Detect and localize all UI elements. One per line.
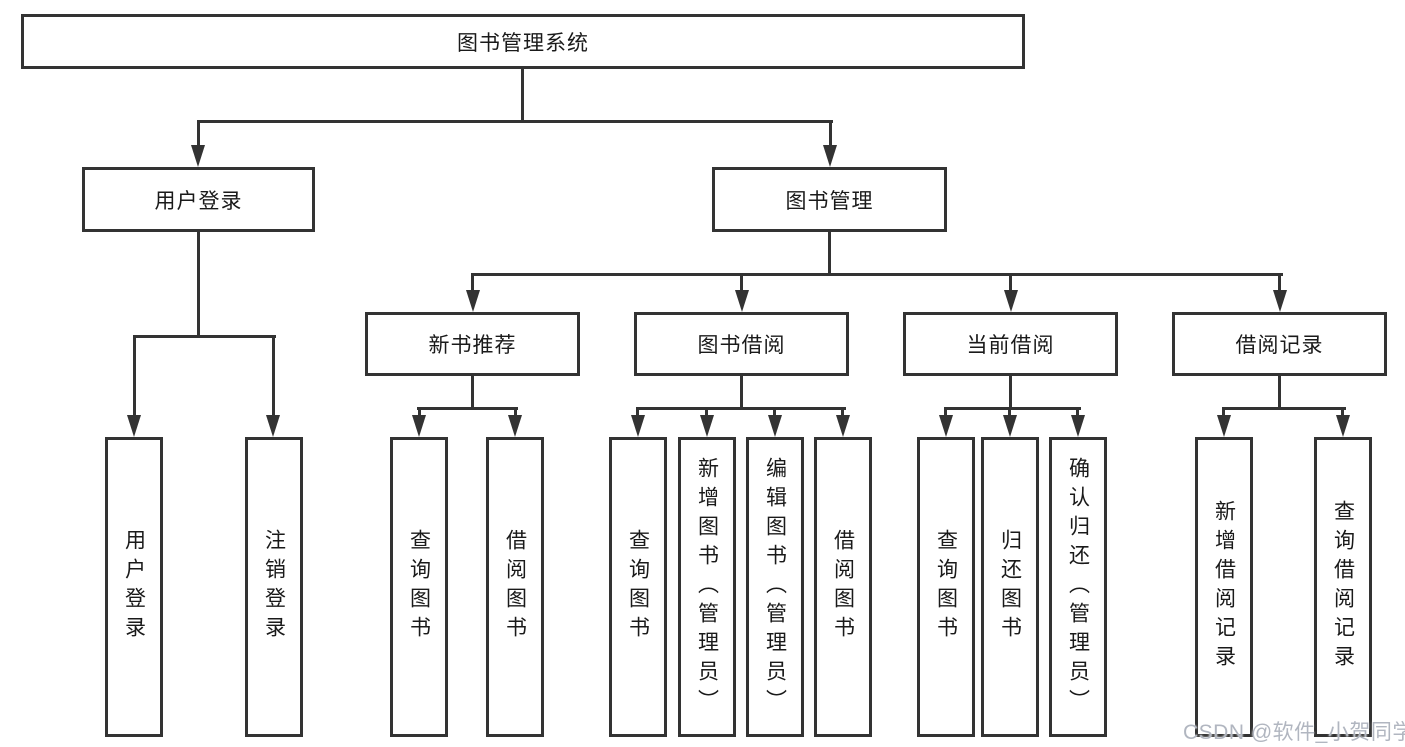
connector-line: [944, 407, 947, 417]
arrow-down-icon: [939, 415, 953, 437]
leaf-borrow-books-recommend: 借阅图书: [486, 437, 544, 737]
connector-line: [197, 120, 833, 123]
arrow-down-icon: [466, 290, 480, 312]
leaf-confirm-return-admin-label: 确认归还（管理员）: [1066, 456, 1090, 718]
connector-line: [944, 407, 1081, 410]
connector-line: [1222, 407, 1346, 410]
leaf-confirm-return-admin: 确认归还（管理员）: [1049, 437, 1107, 737]
arrow-down-icon: [508, 415, 522, 437]
connector-line: [740, 273, 743, 292]
node-new-book-recommend-label: 新书推荐: [428, 334, 517, 357]
leaf-query-borrow-record: 查询借阅记录: [1314, 437, 1372, 737]
node-user-login-label: 用户登录: [154, 189, 243, 213]
arrow-down-icon: [266, 415, 280, 437]
leaf-edit-book-admin: 编辑图书（管理员）: [746, 437, 804, 737]
connector-line: [1008, 407, 1011, 417]
leaf-add-book-admin: 新增图书（管理员）: [678, 437, 736, 737]
connector-line: [521, 69, 524, 120]
connector-line: [418, 407, 421, 417]
node-book-management-label: 图书管理: [785, 189, 874, 213]
leaf-logout: 注销登录: [245, 437, 303, 737]
leaf-add-borrow-record: 新增借阅记录: [1195, 437, 1253, 737]
arrow-down-icon: [1004, 290, 1018, 312]
leaf-borrow-books-recommend-label: 借阅图书: [503, 529, 527, 645]
node-current-borrow-label: 当前借阅: [966, 334, 1055, 357]
node-new-book-recommend: 新书推荐: [365, 312, 580, 376]
arrow-down-icon: [700, 415, 714, 437]
connector-line: [636, 407, 639, 417]
arrow-down-icon: [1336, 415, 1350, 437]
connector-line: [1009, 273, 1012, 292]
node-current-borrow: 当前借阅: [903, 312, 1118, 376]
leaf-add-book-admin-label: 新增图书（管理员）: [695, 456, 719, 718]
arrow-down-icon: [823, 145, 837, 167]
node-book-borrow-label: 图书借阅: [697, 334, 786, 357]
leaf-query-books-recommend-label: 查询图书: [407, 529, 431, 645]
arrow-down-icon: [631, 415, 645, 437]
connector-line: [471, 273, 474, 292]
leaf-query-books-current-label: 查询图书: [934, 529, 958, 645]
connector-line: [514, 407, 517, 417]
arrow-down-icon: [127, 415, 141, 437]
connector-line: [740, 376, 743, 407]
node-user-login: 用户登录: [82, 167, 315, 232]
connector-line: [1278, 273, 1281, 292]
connector-line: [197, 120, 200, 147]
connector-line: [636, 407, 846, 410]
leaf-query-books-current: 查询图书: [917, 437, 975, 737]
connector-line: [1278, 376, 1281, 407]
arrow-down-icon: [412, 415, 426, 437]
leaf-user-login-label: 用户登录: [122, 529, 146, 645]
leaf-logout-label: 注销登录: [262, 529, 286, 645]
connector-line: [1341, 407, 1344, 417]
connector-line: [133, 335, 136, 415]
leaf-add-borrow-record-label: 新增借阅记录: [1212, 500, 1236, 674]
arrow-down-icon: [1071, 415, 1085, 437]
connector-line: [1222, 407, 1225, 417]
arrow-down-icon: [1003, 415, 1017, 437]
connector-line: [417, 407, 518, 410]
node-borrow-records: 借阅记录: [1172, 312, 1387, 376]
leaf-borrow-books-label: 借阅图书: [831, 529, 855, 645]
arrow-down-icon: [735, 290, 749, 312]
leaf-edit-book-admin-label: 编辑图书（管理员）: [763, 456, 787, 718]
connector-line: [197, 232, 200, 335]
connector-line: [471, 376, 474, 407]
node-root: 图书管理系统: [21, 14, 1025, 69]
node-borrow-records-label: 借阅记录: [1235, 334, 1324, 357]
connector-line: [1076, 407, 1079, 417]
node-root-label: 图书管理系统: [457, 31, 589, 55]
leaf-query-books-recommend: 查询图书: [390, 437, 448, 737]
node-book-management: 图书管理: [712, 167, 947, 232]
connector-line: [471, 273, 1283, 276]
connector-line: [841, 407, 844, 417]
connector-line: [828, 232, 831, 273]
arrow-down-icon: [1217, 415, 1231, 437]
leaf-query-borrow-record-label: 查询借阅记录: [1331, 500, 1355, 674]
connector-line: [272, 335, 275, 415]
connector-line: [705, 407, 708, 417]
leaf-query-books-borrow-label: 查询图书: [626, 529, 650, 645]
arrow-down-icon: [768, 415, 782, 437]
node-book-borrow: 图书借阅: [634, 312, 849, 376]
leaf-return-books-label: 归还图书: [998, 529, 1022, 645]
connector-line: [773, 407, 776, 417]
leaf-query-books-borrow: 查询图书: [609, 437, 667, 737]
arrow-down-icon: [1273, 290, 1287, 312]
leaf-return-books: 归还图书: [981, 437, 1039, 737]
connector-line: [133, 335, 276, 338]
arrow-down-icon: [836, 415, 850, 437]
arrow-down-icon: [191, 145, 205, 167]
watermark: CSDN @软件_小贺同学: [1183, 721, 1405, 744]
connector-line: [829, 120, 832, 147]
leaf-user-login: 用户登录: [105, 437, 163, 737]
leaf-borrow-books: 借阅图书: [814, 437, 872, 737]
connector-line: [1009, 376, 1012, 407]
